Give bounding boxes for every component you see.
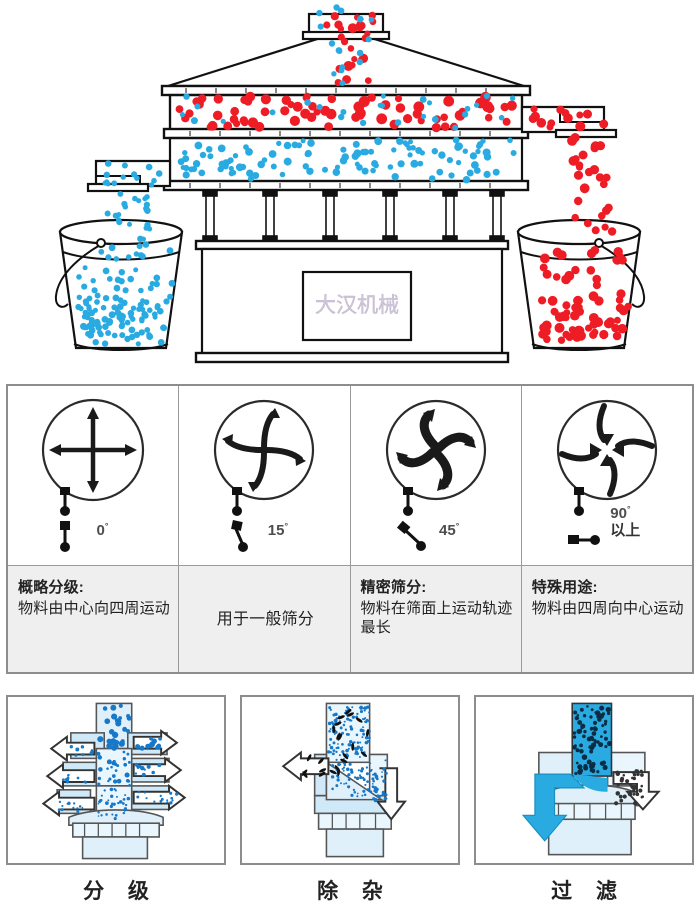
- angle-description-15: 用于一般筛分: [216, 610, 314, 628]
- filter-residue-arrow-right: [612, 771, 661, 811]
- angle-value-0: 0°: [96, 520, 109, 539]
- impurity-particles: [301, 705, 388, 803]
- angle-column-15: 15° 用于一般筛分: [179, 386, 351, 672]
- impurity-removal-diagram: [281, 702, 407, 858]
- cross-arrows-outward-icon: [34, 394, 152, 506]
- pinwheel-spiral-15-icon: [205, 394, 323, 506]
- application-label-grading: 分 级: [83, 880, 158, 903]
- weights-offset-90-icon: [566, 485, 608, 557]
- application-label-filter: 过 滤: [551, 880, 626, 903]
- application-panels: 分 级: [6, 695, 694, 917]
- angle-title-45: 精密筛分:: [360, 579, 427, 596]
- watermark-text: 大汉机械: [315, 293, 399, 317]
- filter-particles: [572, 705, 644, 806]
- weights-offset-45-icon: [395, 485, 429, 557]
- filter-liquid-outlet-arrow: [521, 773, 586, 842]
- angle-icon-cell-45: 45°: [350, 386, 521, 566]
- weight-angle-table: 0° 概略分级: 物料由中心向四周运动: [6, 384, 694, 674]
- base-bottom-rail: [194, 351, 510, 364]
- angle-desc-cell-0: 概略分级: 物料由中心向四周运动: [8, 566, 179, 672]
- angle-value-45: 45°: [439, 520, 460, 539]
- grading-outlet-arrows-right: [132, 728, 187, 812]
- liquid-filtering-diagram: [521, 702, 661, 856]
- filter-flow-curve: [572, 774, 608, 792]
- deck-flange-middle: [162, 127, 530, 140]
- flange-bolts-middle: [189, 131, 491, 136]
- deck-flange-bottom: [162, 179, 530, 192]
- pinwheel-spiral-45-icon: [377, 394, 495, 506]
- weights-aligned-0-icon: [52, 485, 78, 557]
- angle-desc-cell-90: 特殊用途: 物料由四周向中心运动: [521, 566, 692, 672]
- motor-access-plate: [301, 270, 413, 342]
- machine-illustration: 大汉机械: [0, 0, 700, 380]
- base-top-rail: [194, 239, 510, 251]
- angle-value-90: 90° 以上: [610, 503, 641, 539]
- impurity-product-arrow-right: [375, 767, 407, 821]
- application-cell-grading: 分 级: [6, 695, 226, 917]
- base-frame: [200, 247, 504, 356]
- angle-description-45: 物料在筛面上运动轨迹最长: [360, 600, 513, 637]
- angle-desc-cell-45: 精密筛分: 物料在筛面上运动轨迹最长: [350, 566, 521, 672]
- angle-icon-cell-90: 90° 以上: [521, 386, 692, 566]
- flange-bolts-bottom: [189, 183, 491, 188]
- deck-flange-top: [160, 84, 532, 97]
- application-cell-filter: 过 滤: [474, 695, 694, 917]
- angle-column-90: 90° 以上 特殊用途: 物料由四周向中心运动: [521, 386, 692, 672]
- angle-description-0: 物料由中心向四周运动: [18, 600, 171, 617]
- angle-title-90: 特殊用途:: [531, 579, 598, 596]
- filter-diagram-frame: [474, 695, 694, 865]
- material-particles: [75, 4, 632, 347]
- impurity-diagram-frame: [240, 695, 460, 865]
- angle-value-15: 15°: [267, 520, 289, 539]
- angle-value-90-extra: 以上: [610, 521, 641, 539]
- screen-body: 大汉机械: [160, 12, 532, 364]
- machine-svg: 大汉机械: [54, 4, 646, 364]
- grading-particles: [57, 703, 179, 821]
- weights-offset-15-icon: [224, 485, 254, 557]
- application-label-impurity: 除 杂: [317, 880, 392, 903]
- multi-deck-grading-diagram: [41, 702, 187, 860]
- angle-desc-cell-15: 用于一般筛分: [179, 566, 350, 672]
- application-cell-impurity: 除 杂: [240, 695, 460, 917]
- angle-column-0: 0° 概略分级: 物料由中心向四周运动: [8, 386, 180, 672]
- cross-arrows-inward-icon: [548, 394, 666, 506]
- grading-diagram-frame: [6, 695, 226, 865]
- angle-icon-cell-0: 0°: [8, 386, 179, 566]
- angle-column-45: 45° 精密筛分: 物料在筛面上运动轨迹最长: [350, 386, 522, 672]
- angle-icon-cell-15: 15°: [179, 386, 350, 566]
- inlet-flange: [301, 30, 391, 41]
- spring-supports: [202, 189, 505, 243]
- angle-description-90: 物料由四周向中心运动: [531, 600, 684, 617]
- angle-title-0: 概略分级:: [18, 579, 84, 596]
- flange-bolts-top: [185, 88, 487, 93]
